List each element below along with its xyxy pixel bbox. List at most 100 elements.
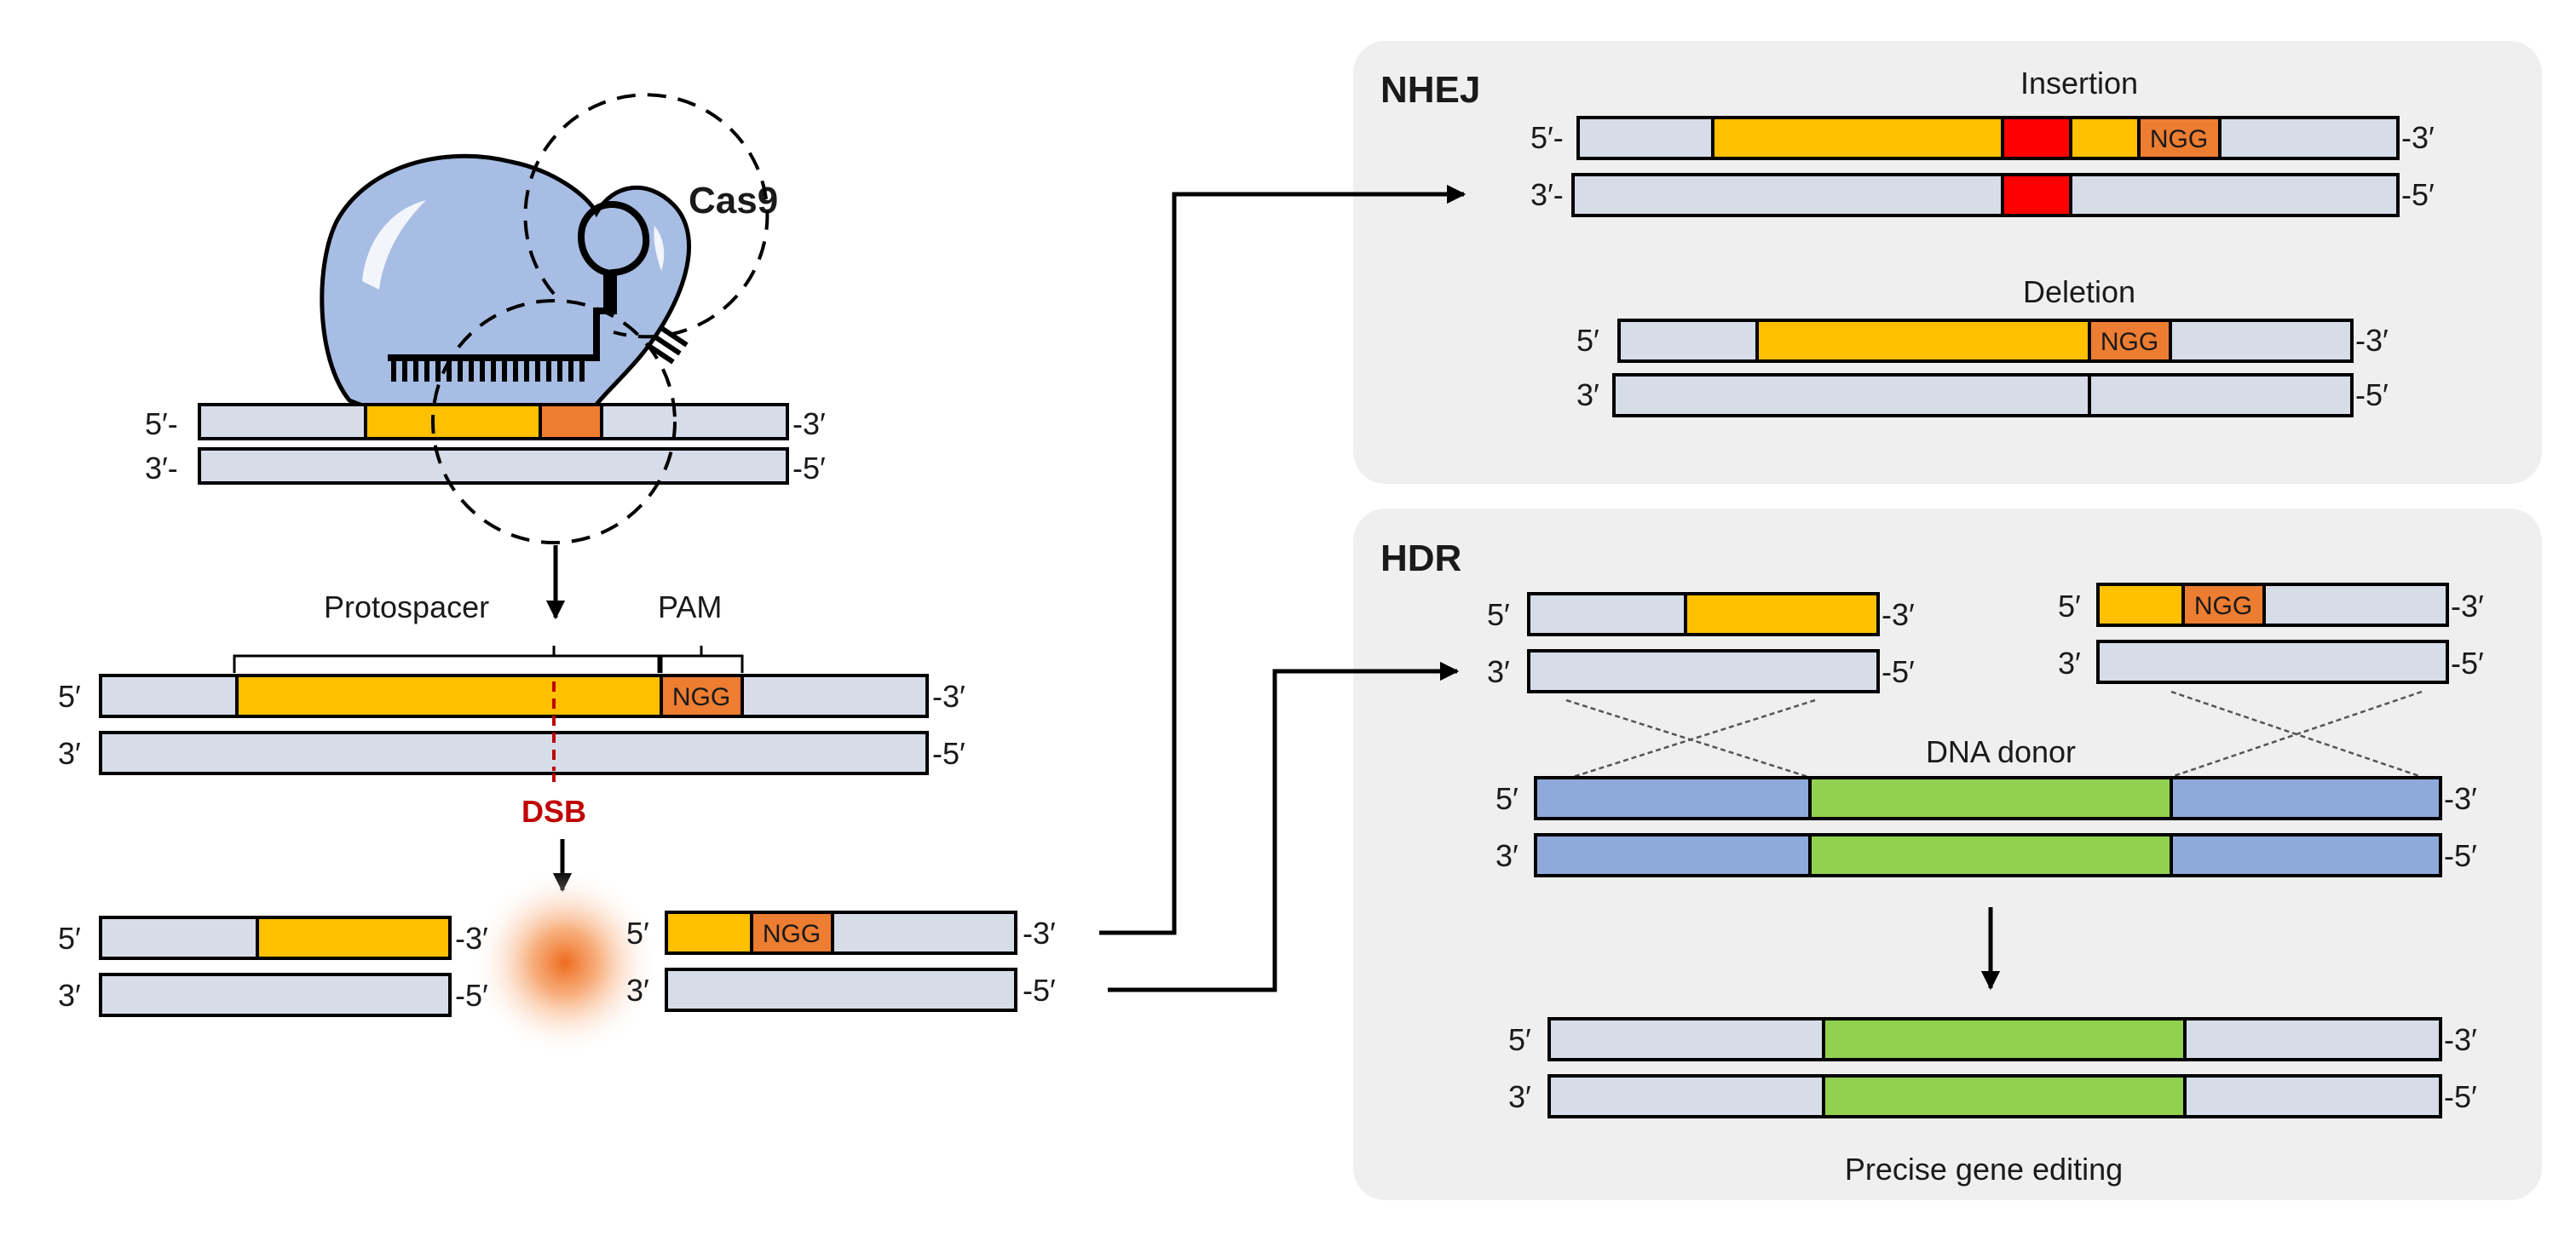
pam-segment bbox=[660, 674, 744, 718]
zoom-circle bbox=[523, 93, 769, 339]
protospacer-segment bbox=[1755, 319, 2091, 363]
five-prime-label: -5′ bbox=[932, 736, 965, 771]
protospacer-segment bbox=[1711, 116, 2141, 160]
protospacer-segment bbox=[2096, 583, 2185, 627]
three-prime-label: 3′ bbox=[58, 736, 81, 771]
five-prime-label: -5′ bbox=[2444, 1079, 2477, 1114]
pam-segment bbox=[539, 403, 603, 440]
broken-fragment-left: 5′ -3′ 3′ -5′ bbox=[58, 916, 488, 1017]
nhej-title: NHEJ bbox=[1380, 69, 1480, 111]
bottom-strand bbox=[99, 973, 452, 1017]
pam-segment bbox=[2181, 583, 2266, 627]
three-prime-label: -3′ bbox=[2401, 120, 2435, 155]
three-prime-label: 3′ bbox=[1487, 654, 1510, 689]
protospacer-segment bbox=[364, 403, 542, 440]
five-prime-label: -5′ bbox=[455, 978, 488, 1013]
three-prime-label: 3′ bbox=[1508, 1079, 1531, 1114]
three-prime-label: 3′ bbox=[1576, 377, 1599, 412]
five-prime-label: 5′- bbox=[145, 406, 178, 441]
five-prime-label: -5′ bbox=[2355, 377, 2389, 412]
edited-insert bbox=[1822, 1074, 2187, 1118]
three-prime-label: -3′ bbox=[2444, 781, 2477, 816]
bottom-strand bbox=[1527, 649, 1880, 693]
bottom-strand bbox=[99, 731, 929, 775]
five-prime-label: -5′ bbox=[1882, 654, 1915, 689]
protospacer-bracket bbox=[233, 646, 660, 673]
five-prime-label: -5′ bbox=[2401, 177, 2435, 212]
nhej-arrow bbox=[1099, 184, 1467, 935]
ngg-label: NGG bbox=[763, 920, 821, 948]
three-prime-label: -3′ bbox=[2451, 589, 2484, 624]
three-prime-label: -3′ bbox=[792, 406, 826, 441]
five-prime-label: 5′ bbox=[626, 916, 649, 951]
insertion-segment bbox=[2001, 173, 2072, 217]
hdr-title: HDR bbox=[1380, 538, 1461, 579]
five-prime-label: -5′ bbox=[2451, 646, 2484, 681]
five-prime-label: 5′ bbox=[58, 679, 81, 714]
bottom-strand bbox=[1571, 173, 2400, 217]
donor-label: DNA donor bbox=[1926, 734, 2076, 769]
ngg-label: NGG bbox=[2194, 592, 2252, 620]
pam-segment bbox=[750, 911, 834, 955]
three-prime-label: -3′ bbox=[2355, 323, 2389, 358]
bottom-strand bbox=[198, 447, 789, 485]
three-prime-label: 3′- bbox=[145, 451, 178, 486]
five-prime-label: 5′ bbox=[2058, 589, 2081, 624]
five-prime-label: 5′ bbox=[58, 921, 81, 956]
pam-segment bbox=[2088, 319, 2172, 363]
recombination-crossover bbox=[1565, 690, 2423, 779]
ngg-label: NGG bbox=[672, 683, 730, 711]
target-dna: 5′- -3′ 3′- -5′ bbox=[145, 403, 826, 486]
protospacer-segment bbox=[256, 916, 452, 960]
hdr-arrow bbox=[1108, 661, 1460, 992]
five-prime-label: 5′ bbox=[1508, 1022, 1531, 1057]
zoomed-dna: Protospacer PAM NGG 5′ -3′ 3′ -5′ DSB bbox=[58, 589, 965, 829]
deletion-label: Deletion bbox=[2023, 274, 2135, 309]
protospacer-segment bbox=[235, 674, 663, 718]
hdr-section: HDR 5′ -3′ 3′ -5′ NGG 5′ -3′ 3′ -5′ DNA … bbox=[1380, 538, 2484, 1187]
protospacer-segment bbox=[1684, 592, 1880, 636]
ngg-label: NGG bbox=[2150, 125, 2208, 153]
pam-label: PAM bbox=[658, 589, 722, 624]
nhej-section: NHEJ Insertion NGG 5′- -3′ 3′- -5′ Delet… bbox=[1380, 66, 2435, 417]
five-prime-label: 5′ bbox=[1576, 323, 1599, 358]
dsb-glow bbox=[471, 869, 659, 1056]
five-prime-label: 5′ bbox=[1495, 781, 1519, 816]
bottom-strand bbox=[2096, 640, 2449, 684]
pam-segment bbox=[2137, 116, 2222, 160]
cas9-highlight bbox=[654, 226, 665, 271]
result-label: Precise gene editing bbox=[1845, 1152, 2123, 1187]
bottom-strand bbox=[665, 968, 1017, 1012]
zoom-circle bbox=[431, 299, 677, 544]
cas9-highlight bbox=[362, 200, 426, 290]
pam-bracket bbox=[660, 646, 744, 673]
insertion-segment bbox=[2001, 116, 2072, 160]
three-prime-label: -3′ bbox=[932, 679, 965, 714]
three-prime-label: 3′- bbox=[1530, 177, 1564, 212]
five-prime-label: -5′ bbox=[2444, 838, 2477, 873]
five-prime-label: -5′ bbox=[1023, 973, 1056, 1008]
three-prime-label: 3′ bbox=[1495, 838, 1519, 873]
three-prime-label: 3′ bbox=[58, 978, 81, 1013]
insertion-label: Insertion bbox=[2020, 66, 2138, 101]
five-prime-label: 5′- bbox=[1530, 120, 1564, 155]
protospacer-label: Protospacer bbox=[324, 589, 489, 624]
five-prime-label: 5′ bbox=[1487, 597, 1510, 632]
five-prime-label: -5′ bbox=[792, 451, 826, 486]
cas9-protein bbox=[320, 153, 692, 425]
dsb-label: DSB bbox=[522, 794, 586, 829]
broken-fragment-right: NGG 5′ -3′ 3′ -5′ bbox=[626, 911, 1056, 1012]
three-prime-label: 3′ bbox=[2058, 646, 2081, 681]
edited-insert bbox=[1822, 1017, 2187, 1061]
three-prime-label: 3′ bbox=[626, 973, 649, 1008]
donor-insert bbox=[1808, 833, 2173, 877]
three-prime-label: -3′ bbox=[1882, 597, 1915, 632]
ngg-label: NGG bbox=[2101, 328, 2158, 356]
guide-rna bbox=[388, 200, 650, 361]
donor-insert bbox=[1808, 776, 2173, 820]
three-prime-label: -3′ bbox=[1023, 916, 1056, 951]
cas9-complex: Cas9 bbox=[320, 153, 778, 425]
bottom-strand bbox=[1612, 373, 2354, 417]
three-prime-label: -3′ bbox=[455, 921, 488, 956]
